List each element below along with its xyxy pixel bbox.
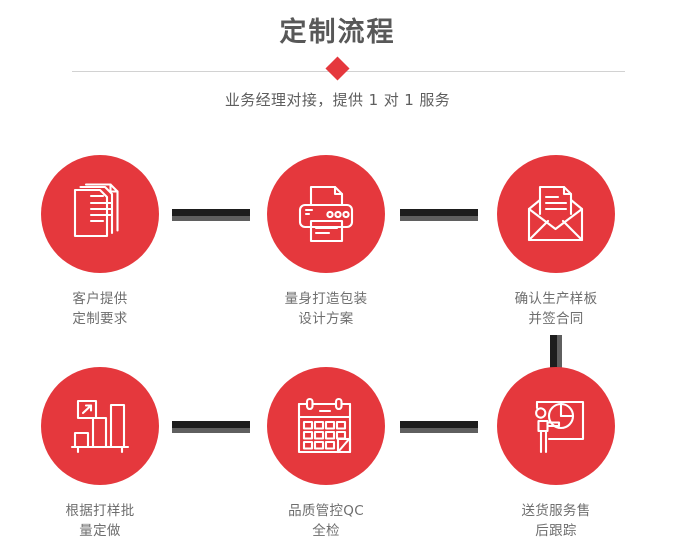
page-subtitle: 业务经理对接，提供 1 对 1 服务 bbox=[224, 91, 451, 109]
flow-step-5-caption-line2: 全检 bbox=[312, 523, 340, 539]
flow-step-2-caption: 量身打造包装 设计方案 bbox=[236, 289, 416, 329]
flow-step-6-caption-line2: 后跟踪 bbox=[535, 523, 577, 539]
header-section: 定制流程 业务经理对接，提供 1 对 1 服务 bbox=[0, 0, 675, 130]
connector-step1-step2 bbox=[172, 209, 250, 221]
flow-step-5-caption: 品质管控QC 全检 bbox=[236, 501, 416, 541]
flow-step-4-caption: 根据打样批 量定做 bbox=[10, 501, 190, 541]
diamond-marker-icon bbox=[325, 56, 350, 81]
flow-step-4[interactable]: 根据打样批 量定做 bbox=[10, 367, 190, 541]
flow-step-3[interactable]: 确认生产样板 并签合同 bbox=[466, 155, 646, 329]
flow-step-5-circle bbox=[267, 367, 385, 485]
bar-chart-growth-icon bbox=[70, 399, 130, 454]
presenter-piechart-icon bbox=[535, 400, 585, 454]
flow-step-5[interactable]: 品质管控QC 全检 bbox=[236, 367, 416, 541]
flow-step-4-circle bbox=[41, 367, 159, 485]
envelope-letter-icon bbox=[527, 185, 584, 242]
flow-step-2-caption-line1: 量身打造包装 bbox=[284, 291, 368, 307]
process-flow-diagram: 客户提供 定制要求 bbox=[0, 130, 675, 550]
flow-step-1-caption-line1: 客户提供 bbox=[72, 291, 128, 307]
connector-step5-step6 bbox=[400, 421, 478, 433]
calendar-icon bbox=[297, 397, 352, 454]
flow-step-2-caption-line2: 设计方案 bbox=[298, 311, 354, 327]
flow-step-6-caption-line1: 送货服务售 bbox=[521, 503, 591, 519]
flow-step-6[interactable]: 送货服务售 后跟踪 bbox=[466, 367, 646, 541]
flow-step-4-caption-line1: 根据打样批 bbox=[65, 503, 135, 519]
printer-icon bbox=[298, 185, 354, 243]
connector-step3-step6 bbox=[550, 335, 562, 371]
flow-step-6-circle bbox=[497, 367, 615, 485]
flow-step-3-caption-line2: 并签合同 bbox=[528, 311, 584, 327]
connector-step2-step3 bbox=[400, 209, 478, 221]
flow-step-1-circle bbox=[41, 155, 159, 273]
flow-step-1[interactable]: 客户提供 定制要求 bbox=[10, 155, 190, 329]
flow-step-3-caption: 确认生产样板 并签合同 bbox=[466, 289, 646, 329]
page-title: 定制流程 bbox=[279, 17, 396, 48]
documents-stack-icon bbox=[73, 183, 119, 238]
flow-step-5-caption-line1: 品质管控QC bbox=[288, 503, 364, 519]
flow-step-3-caption-line1: 确认生产样板 bbox=[514, 291, 598, 307]
divider-line bbox=[72, 71, 625, 72]
flow-step-1-caption: 客户提供 定制要求 bbox=[10, 289, 190, 329]
flow-step-4-caption-line2: 量定做 bbox=[79, 523, 121, 539]
flow-step-2[interactable]: 量身打造包装 设计方案 bbox=[236, 155, 416, 329]
connector-step4-step5 bbox=[172, 421, 250, 433]
flow-step-3-circle bbox=[497, 155, 615, 273]
flow-step-6-caption: 送货服务售 后跟踪 bbox=[466, 501, 646, 541]
flow-step-1-caption-line2: 定制要求 bbox=[72, 311, 128, 327]
flow-step-2-circle bbox=[267, 155, 385, 273]
